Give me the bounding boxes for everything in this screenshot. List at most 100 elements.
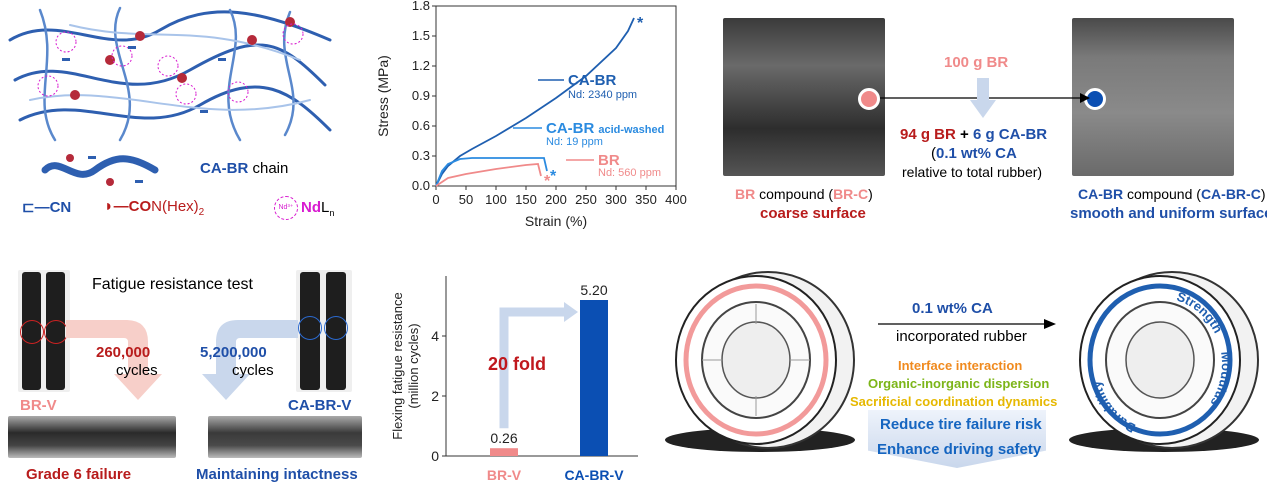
bar-y-axis-label-2: (million cycles): [406, 323, 421, 408]
y-tick-label: 1.2: [412, 58, 430, 73]
tire-arrow-top: 0.1 wt% CA: [912, 300, 993, 317]
ca-br-v-circle-1: [298, 316, 322, 340]
y-tick-label: 1.5: [412, 28, 430, 43]
legend-con-sub: 2: [198, 207, 205, 218]
series-line-1: [435, 157, 548, 187]
bar-value-label: 0.26: [490, 430, 517, 446]
chain-label-rest: chain: [248, 160, 289, 177]
break-marker-0: *: [637, 15, 644, 32]
bar-y-tick-label: 4: [431, 328, 439, 344]
y-tick-label: 1.8: [412, 0, 430, 13]
polymer-network-panel: CA-BR chain ⊏—CN ◗—CON(Hex)2 Nd³⁺ NdLn: [0, 0, 340, 230]
ca-cycles-value: 5,200,000: [200, 344, 267, 361]
x-tick-label: 50: [459, 192, 473, 207]
bar-category-label: CA-BR-V: [564, 467, 624, 483]
series-sub-1: Nd: 19 ppm: [546, 136, 603, 148]
ca-br-v-label: CA-BR-V: [288, 397, 352, 414]
x-tick-label: 100: [485, 192, 507, 207]
fold-arrow-shaft: [499, 307, 566, 429]
ca-cycles-word: cycles: [232, 362, 274, 379]
fatigue-bar-chart: 0 2 4 Flexing fatigue resistance(million cy…: [390, 276, 638, 483]
fold-arrow-head: [564, 302, 578, 322]
x-tick-label: 250: [575, 192, 597, 207]
bar-y-axis-label: Flexing fatigue resistance: [390, 292, 405, 439]
y-axis-label: Stress (MPa): [375, 55, 391, 137]
br-v-failure-photo: [8, 416, 176, 458]
legend-nd-suffix: L: [321, 199, 330, 216]
ca-br-caption-1: CA-BR compound (CA-BR-C): [1078, 186, 1266, 202]
bar-value-label: 5.20: [580, 282, 607, 298]
x-tick-label: 350: [635, 192, 657, 207]
benefit-1: Interface interaction: [898, 358, 1023, 373]
bar-br-v: [490, 448, 518, 456]
bar-y-tick-label: 0: [431, 448, 439, 464]
br-result: Grade 6 failure: [26, 466, 132, 483]
series-sub-0: Nd: 2340 ppm: [568, 89, 637, 101]
mid-line1: 94 g BR + 6 g CA-BR: [900, 126, 1048, 143]
x-tick-label: 150: [515, 192, 537, 207]
y-tick-label: 0.3: [412, 148, 430, 163]
break-marker-2: *: [544, 173, 551, 190]
plot-frame: [435, 5, 677, 187]
fatigue-title: Fatigue resistance test: [92, 276, 253, 293]
x-tick-label: 200: [545, 192, 567, 207]
series-name-suffix-1: acid-washed: [598, 124, 664, 136]
legend-con-prefix: —CO: [113, 198, 152, 215]
mid-line3: relative to total rubber): [902, 164, 1043, 180]
br-cycles-value: 260,000: [96, 344, 151, 361]
stress-strain-chart: 0 50 100 150 200 250 300 350 400 0.0 0.3 0.6 0.9 1.2 1…: [375, 0, 687, 229]
br-compound-marker: [858, 88, 880, 110]
bar-y-tick-label: 2: [431, 388, 439, 404]
nd-circle-icon: Nd³⁺: [274, 196, 298, 220]
x-axis-label: Strain (%): [525, 213, 587, 229]
ca-br-v-circle-2: [324, 316, 348, 340]
y-tick-label: 0.0: [412, 178, 430, 193]
legend-con: ◗—CON(Hex)2: [104, 198, 205, 218]
series-sub-2: Nd: 560 ppm: [598, 167, 661, 179]
br-v-crack-circle-2: [44, 320, 68, 344]
series-name-2: BR: [598, 152, 620, 169]
series-line-0: [435, 17, 635, 187]
down-arrow-icon: [970, 78, 996, 118]
polymer-chain-icon: [41, 154, 159, 186]
br-cycles-word: cycles: [116, 362, 158, 379]
mid-line2: (0.1 wt% CA: [931, 145, 1017, 162]
x-tick-label: 300: [605, 192, 627, 207]
ca-result: Maintaining intactness: [196, 466, 358, 483]
legend-cn: ⊏—CN: [22, 199, 72, 216]
outcome-2: Enhance driving safety: [877, 441, 1042, 458]
ca-br-v-intact-photo: [208, 416, 362, 458]
y-tick-label: 0.9: [412, 88, 430, 103]
benefit-2: Organic-inorganic dispersion: [868, 376, 1050, 391]
ca-br-tire-illustration: Strength Modulus Durability: [1069, 271, 1259, 452]
br-caption-1: BR compound (BR-C): [735, 186, 873, 202]
br-tire-illustration: [665, 271, 855, 452]
chain-label-strong: CA-BR: [200, 160, 249, 177]
series-name-0: CA-BR: [568, 72, 616, 89]
x-tick-label: 0: [432, 192, 439, 207]
fold-annotation: 20 fold: [488, 354, 546, 374]
br-caption-2: coarse surface: [760, 205, 866, 222]
legend-con-suffix: N(Hex): [151, 198, 199, 215]
mid-top-label: 100 g BR: [944, 54, 1009, 71]
benefit-3: Sacrificial coordination dynamics: [850, 394, 1058, 409]
br-v-crack-circle-1: [20, 320, 44, 344]
outcome-1: Reduce tire failure risk: [880, 416, 1042, 433]
chain-label: CA-BR chain: [200, 160, 288, 177]
x-tick-label: 400: [665, 192, 687, 207]
legend-nd: NdLn: [301, 199, 334, 218]
tire-arrow-bottom: incorporated rubber: [896, 328, 1027, 345]
break-marker-1: *: [550, 168, 557, 185]
ca-br-curved-arrow-icon: [202, 320, 298, 400]
br-curved-arrow-icon: [66, 320, 162, 400]
legend-nd-text: Nd: [301, 199, 321, 216]
tire-arrow: [878, 319, 1056, 329]
bar-category-label: BR-V: [487, 467, 522, 483]
series-line-2: [435, 163, 542, 187]
ca-br-caption-2: smooth and uniform surface: [1070, 205, 1267, 222]
y-tick-label: 0.6: [412, 118, 430, 133]
legend-nd-sub: n: [329, 208, 335, 218]
br-v-label: BR-V: [20, 397, 57, 414]
bar-ca-br-v: [580, 300, 608, 456]
